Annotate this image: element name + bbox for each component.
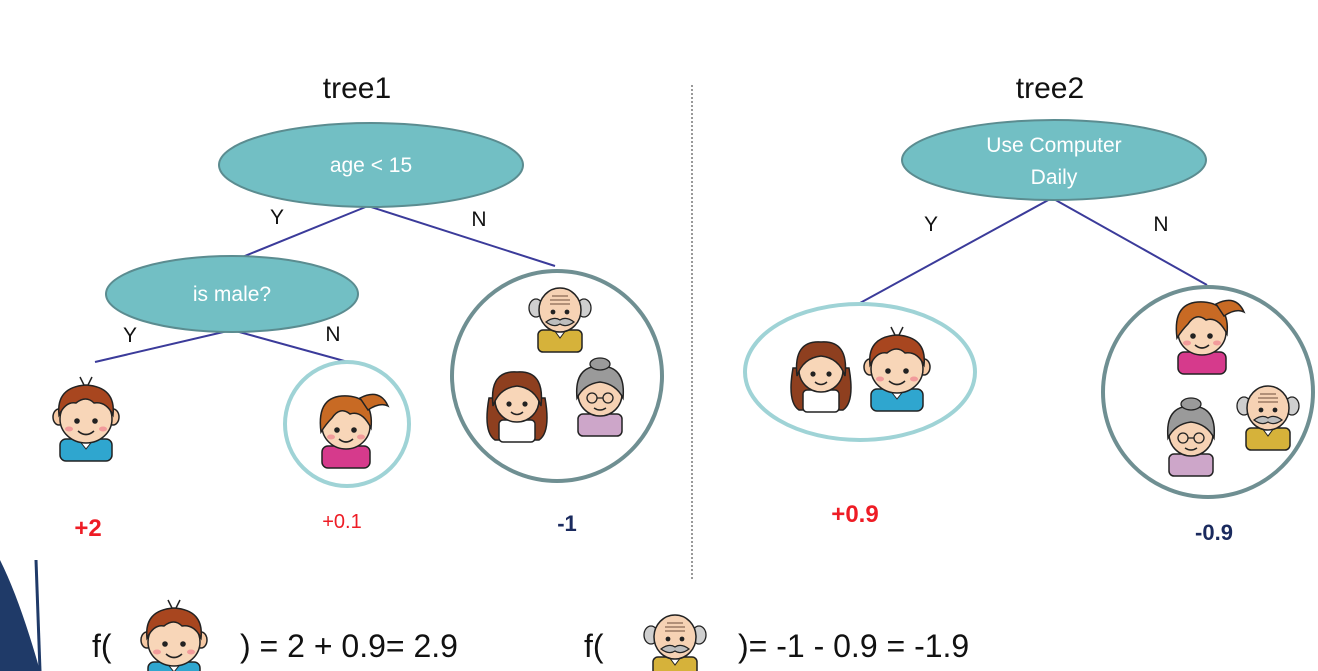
tree1-leaf-curly-girl-icon — [486, 371, 548, 443]
tree2-title: tree2 — [1016, 72, 1084, 105]
tree1-child-no-label: N — [325, 323, 340, 346]
formula-boy-prefix: f( — [92, 628, 112, 664]
tree1-leaf-boy-value: +2 — [74, 515, 101, 542]
tree1-title: tree1 — [323, 72, 391, 105]
tree1-leaf-elders-value: -1 — [557, 511, 577, 536]
tree1-root-no-label: N — [471, 208, 486, 231]
tree1-leaf-boy-icon — [52, 376, 120, 462]
tree1-root-yes-label: Y — [270, 206, 284, 229]
tree1-edges — [94, 205, 556, 363]
tree2-leaf-curly-girl-icon — [790, 341, 852, 413]
corner-accent-shape — [0, 560, 40, 671]
tree2-leaf-kids-ring — [743, 302, 977, 442]
tree1-root-node — [218, 122, 524, 208]
tree1-leaf-girl-value: +0.1 — [322, 511, 361, 533]
tree1-child-node — [105, 255, 359, 333]
tree1-edge-child-yes — [94, 329, 233, 363]
tree2-leaf-kids-value: +0.9 — [831, 501, 878, 528]
tree2-root-node — [901, 119, 1207, 201]
formula-grandpa-icon — [643, 614, 707, 671]
tree2-leaf-others-value: -0.9 — [1195, 520, 1233, 545]
tree1-edge-root-no — [367, 205, 556, 267]
formula-boy-icon — [140, 599, 208, 671]
formula-grandpa-prefix: f( — [584, 628, 604, 664]
tree2-no-label: N — [1153, 213, 1168, 236]
tree2-root-label-line2: Daily — [1031, 166, 1078, 189]
tree2-yes-label: Y — [924, 213, 938, 236]
tree2-edge-no — [1051, 197, 1208, 286]
formula-grandpa-result: )= -1 - 0.9 = -1.9 — [738, 628, 969, 664]
tree2-edges — [859, 197, 1208, 304]
tree1-edge-child-no — [231, 329, 349, 363]
tree1-edge-root-yes — [229, 205, 369, 263]
formula-boy-result: ) = 2 + 0.9= 2.9 — [240, 628, 458, 664]
corner-accent-edge — [34, 559, 42, 671]
tree1-child-label: is male? — [193, 283, 271, 306]
tree1-root-label: age < 15 — [330, 154, 412, 177]
tree2-edge-yes — [859, 197, 1053, 304]
tree1-child-yes-label: Y — [123, 324, 137, 347]
tree2-root-label-line1: Use Computer — [986, 134, 1121, 157]
